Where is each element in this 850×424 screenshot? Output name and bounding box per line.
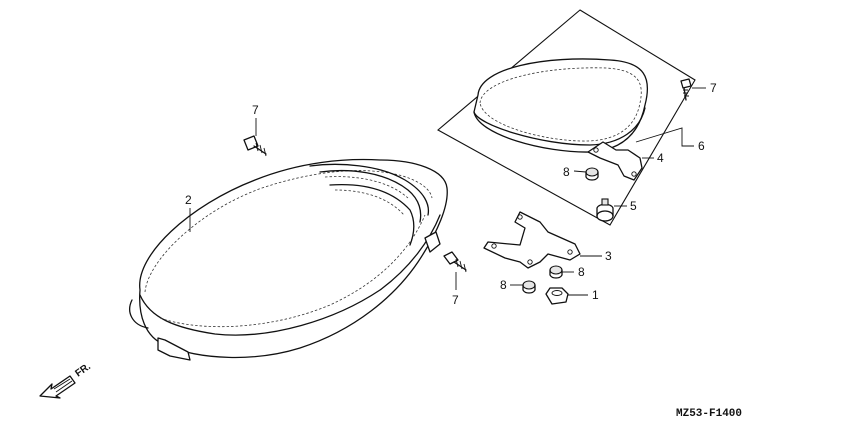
callout-2: 2: [185, 193, 192, 207]
bracket-4: [587, 141, 643, 181]
callout-8a: 8: [563, 165, 570, 179]
callout-7c: 7: [452, 293, 459, 307]
bracket-3: [483, 211, 581, 269]
callout-7b: 7: [252, 103, 259, 117]
callout-3: 3: [605, 249, 612, 263]
callout-7a: 7: [710, 81, 717, 95]
bolt-7-upper-left: [243, 135, 267, 157]
callout-8c: 8: [500, 278, 507, 292]
callout-4: 4: [657, 151, 664, 165]
front-direction: FR.: [39, 361, 93, 399]
callout-5: 5: [630, 199, 637, 213]
front-label: FR.: [73, 361, 93, 379]
pillion-seat: [473, 58, 649, 153]
nut-8-middle: [549, 265, 563, 279]
main-seat: [129, 158, 448, 361]
bolt-7-lower: [443, 251, 467, 273]
nut-5: [596, 198, 614, 222]
nut-1: [545, 287, 569, 305]
leader-6: [635, 127, 694, 147]
leader-8a: [573, 170, 587, 173]
callout-1: 1: [592, 288, 599, 302]
callout-8b: 8: [578, 265, 585, 279]
callout-6: 6: [698, 139, 705, 153]
nut-8-lower: [522, 280, 536, 294]
bolt-7-upper-right: [680, 78, 692, 101]
diagram-code: MZ53-F1400: [676, 408, 742, 420]
nut-8-upper: [585, 167, 599, 181]
